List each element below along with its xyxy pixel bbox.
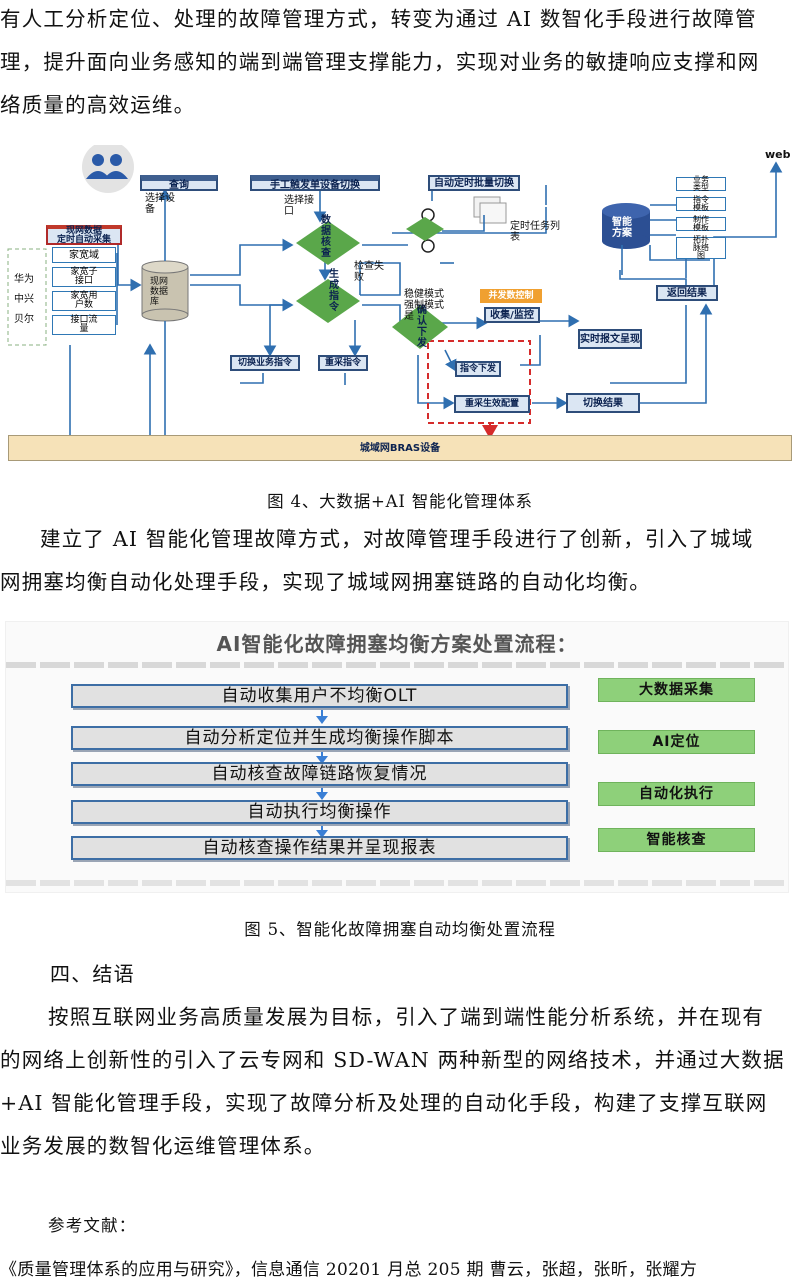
auto-batch-switch-box: 自动定时批量切换 [428,175,520,191]
confirm-send-label: 确 认 下 发 [417,305,427,349]
conclusion-line-4: 业务发展的数智化运维管理体系。 [0,1134,326,1158]
figure-5-caption: 图 5、智能化故障拥塞自动均衡处置流程 [244,920,556,939]
arrow-2-line [321,752,323,758]
return-result-box: 返回结果 [656,285,718,301]
collect-monitor-box: 收集/监控 [484,307,540,323]
intro-line-2: 理，提升面向业务感知的端到端管理支撑能力，实现对业务的敏捷响应支撑和网 [0,50,760,74]
arrow-2-head [316,756,328,764]
web-label: web [765,148,791,161]
confirm-diamond [392,305,448,349]
arrow-1-line [321,710,323,718]
conclusion-line-3: +AI 智能化管理手段，实现了故障分析及处理的自动化手段，构建了支撑互联网 [0,1091,768,1115]
figure-4-caption: 图 4、大数据+AI 智能化管理体系 [267,492,533,511]
arrow-4-head [316,830,328,838]
cmd-template-box: 指令 模板 [676,196,726,212]
timer-diamond [406,217,444,241]
bras-bar: 城域网BRAS设备 [8,435,792,461]
step-3: 自动核查故障链路恢复情况 [71,762,568,786]
select-device-label: 选择设 备 [145,193,175,215]
smart-plan-label: 智能 方案 [612,217,632,239]
reference-item-1: 《质量管理体系的应用与研究》，信息通信 20201 月总 205 期 曹云，张超… [0,1260,698,1280]
step-1: 自动收集用户不均衡OLT [71,684,568,708]
conclusion-heading: 四、结语 [50,962,135,986]
arrow-1-head [316,716,328,724]
arrow-4-line [321,826,323,832]
query-box: 查询 [140,175,218,191]
tag-big-data: 大数据采集 [598,678,755,702]
conclusion-line-1: 按照互联网业务高质量发展为目标，引入了端到端性能分析系统，并在现有 [48,1005,765,1029]
make-template-box: 制作 模板 [676,216,726,232]
gen-cmd-label: 生 成 指 令 [329,269,339,313]
switch-result-box: 切换结果 [566,393,640,413]
cmd-send-box: 指令下发 [455,361,501,377]
conclusion-line-2: 的网络上创新性的引入了云专网和 SD-WAN 两种新型的网络技术，并通过大数据 [0,1048,785,1072]
home-domain-box: 家宽域 [52,247,116,263]
check-fail-label: 检查失 败 [354,261,384,283]
smart-plan-icon [602,203,650,249]
gen-cmd-diamond [296,279,360,323]
home-port-box: 家宽子 接口 [52,267,116,287]
vendors-label: 华为 中兴 贝尔 [14,274,34,325]
step-2: 自动分析定位并生成均衡操作脚本 [71,726,568,750]
tag-smart-check: 智能核查 [598,828,755,852]
concurrency-box: 并发数控制 [480,289,542,303]
mid-line-1: 建立了 AI 智能化管理故障方式，对故障管理手段进行了创新，引入了城域 [40,527,754,551]
figure-4-diagram: 数 据 核 查 生 成 指 令 确 认 下 发 查询 手工触发单设备切换 自动定… [0,145,800,470]
arrow-3-line [321,788,323,794]
fig5-title: AI智能化故障拥塞均衡方案处置流程： [216,632,578,656]
select-port-label: 选择接 口 [284,195,314,217]
collect-title-box: 现网数据 定时自动采集 [46,225,122,245]
step-5: 自动核查操作结果并呈现报表 [71,836,568,860]
figure-5-flow: AI智能化故障拥塞均衡方案处置流程： 自动收集用户不均衡OLT 自动分析定位并生… [6,622,788,892]
switch-cmd-box: 切换业务指令 [230,355,300,371]
manual-switch-box: 手工触发单设备切换 [250,175,380,191]
recollect-config-box: 重采生效配置 [454,395,530,413]
scheduled-task-label: 定时任务列 表 [510,221,560,243]
realtime-report-box: 实时报文呈现 [578,329,642,349]
port-flow-box: 接口流 量 [52,315,116,335]
db-label: 现网 数据 库 [150,277,169,307]
intro-line-3: 络质量的高效运维。 [0,93,196,117]
mode-label: 稳健模式 强制模式 是 [404,289,444,322]
fig5-bottom-divider [6,880,788,886]
references-heading: 参考文献： [48,1216,137,1235]
users-icon [82,145,134,193]
circuit-map-box: 拓扑 脉络 图 [676,236,726,260]
arrow-3-head [316,792,328,800]
fig5-divider [6,662,788,668]
diagram-connectors [7,145,783,439]
re-collect-cmd-box: 重采指令 [318,355,368,371]
database-icon [141,260,189,322]
intro-line-1: 有人工分析定位、处理的故障管理方式，转变为通过 AI 数智化手段进行故障管 [0,7,757,31]
biz-type-box: 业务 类型 [676,176,726,192]
mid-line-2: 网拥塞均衡自动化处理手段，实现了城域网拥塞链路的自动化均衡。 [0,570,651,594]
step-4: 自动执行均衡操作 [71,800,568,824]
data-check-label: 数 据 核 查 [321,215,331,259]
data-check-diamond [296,221,360,265]
tag-ai-locate: AI定位 [598,730,755,754]
tag-auto-exec: 自动化执行 [598,782,755,806]
user-count-box: 家宽用 户数 [52,291,116,311]
